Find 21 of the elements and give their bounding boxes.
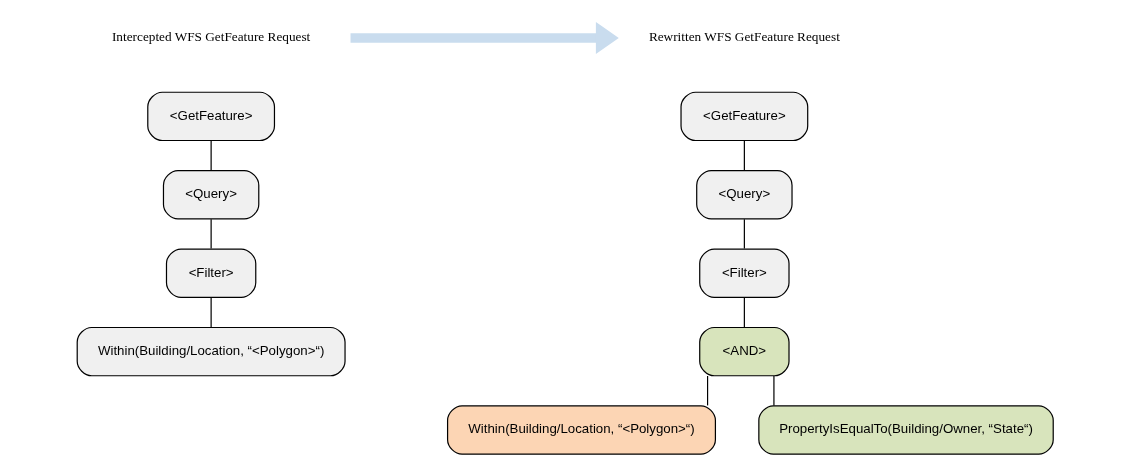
connector <box>743 139 745 171</box>
node-box: <Query> <box>162 169 260 220</box>
node-box: <Filter> <box>699 247 790 298</box>
connector <box>210 218 212 249</box>
node-box: <Query> <box>696 169 793 220</box>
node-box: Within(Building/Location, “<Polygon>“) <box>76 326 346 376</box>
node-box: Within(Building/Location, “<Polygon>“) <box>447 404 717 455</box>
node-text: Intercepted WFS GetFeature Request <box>111 28 311 44</box>
connector <box>210 139 212 171</box>
arrow <box>350 21 619 54</box>
node-box: <AND> <box>699 326 790 376</box>
node-box: <GetFeature> <box>147 91 276 141</box>
node-box: <Filter> <box>165 247 257 298</box>
connector <box>706 374 709 406</box>
connector <box>743 218 745 249</box>
node-text: Rewritten WFS GetFeature Request <box>648 28 840 44</box>
connector <box>773 374 775 406</box>
node-box: <GetFeature> <box>680 91 809 141</box>
connector <box>210 296 212 328</box>
connector <box>743 296 745 328</box>
node-box: PropertyIsEqualTo(Building/Owner, “State“) <box>758 404 1054 455</box>
